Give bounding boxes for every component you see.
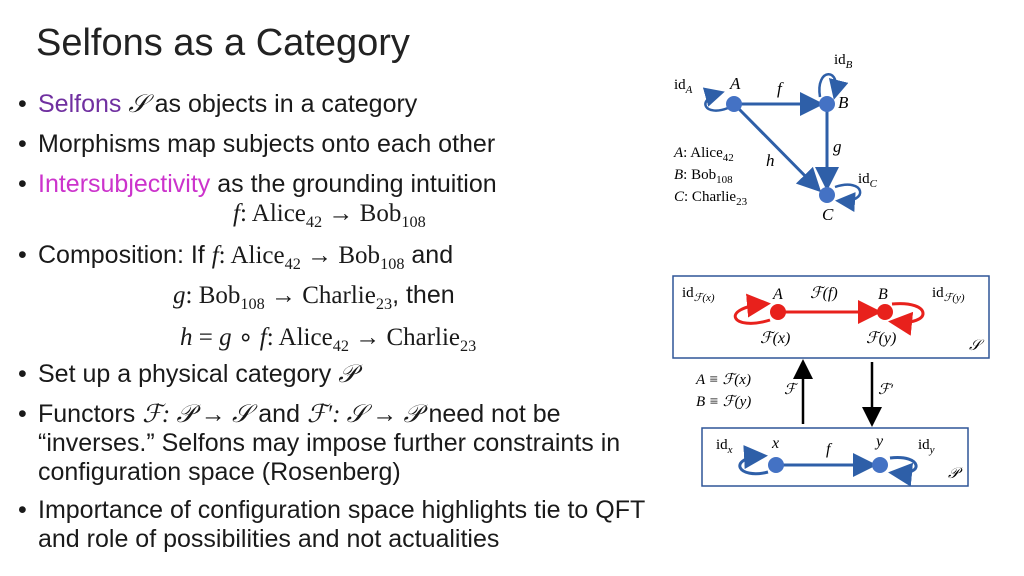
bullet-text: Set up a physical category: [38, 360, 332, 388]
intersubjectivity-term: Intersubjectivity: [38, 170, 211, 198]
functor-F-label: ℱ: [784, 382, 799, 398]
selfons-term: Selfons: [38, 90, 122, 118]
id-Fx-label: idℱ(x): [682, 285, 715, 304]
bullet-dot: •: [18, 496, 27, 524]
node-y-label: y: [874, 433, 884, 450]
bullet-text: Composition: If: [38, 241, 205, 269]
bullet-dot: •: [18, 400, 27, 428]
node-B-red: [877, 304, 893, 320]
id-x-label: idx: [716, 437, 733, 456]
arrow-g-label: g: [833, 137, 842, 156]
bullet-text: Functors: [38, 400, 136, 428]
physical-category-symbol: 𝒫: [338, 361, 357, 388]
bullet-text: as the grounding intuition: [217, 170, 497, 198]
math-functor-F-prime: ℱ′: 𝒮 → 𝒫: [306, 401, 422, 428]
math-morphism-f: f: Alice42 → Bob108: [233, 200, 426, 231]
math-f-inline: f: Alice42 → Bob108: [211, 242, 405, 273]
functor-diagram: A B ℱ(f) idℱ(x) idℱ(y) ℱ(x) ℱ(y) 𝒮 ℱ ℱ′ …: [672, 275, 990, 487]
equiv-B: B ≡ ℱ(y): [696, 394, 751, 410]
bullet-intersubjectivity: • Intersubjectivity as the grounding intu…: [18, 170, 497, 199]
node-A-red: [770, 304, 786, 320]
id-loop-B: [818, 73, 849, 100]
bullet-text-and: and: [411, 241, 454, 269]
node-B: [819, 96, 835, 112]
bullet-composition: • Composition: If f: Alice42 → Bob108 and: [18, 241, 453, 279]
id-y-label: idy: [918, 437, 935, 456]
bullet-physical-category: • Set up a physical category 𝒫: [18, 360, 356, 389]
node-y: [872, 457, 888, 473]
bullet-selfons: • Selfons 𝒮 as objects in a category: [18, 90, 417, 119]
arrow-f-label: f: [777, 79, 784, 98]
bullet-text: need not be: [428, 400, 561, 428]
arrow-h-label: h: [766, 151, 775, 170]
id-Fy-label: idℱ(y): [932, 285, 965, 304]
arrow-f-physical-label: f: [826, 441, 833, 458]
category-triangle-diagram: A B C f g h idA idB idC A: Alice42 B: Bo…: [673, 52, 878, 224]
arrow-F-f-label: ℱ(f): [810, 285, 838, 302]
legend-B: B: Bob108: [674, 167, 733, 186]
id-loop-C: [834, 183, 862, 212]
id-loop-Fy: [888, 302, 925, 336]
node-C-label: C: [822, 205, 834, 224]
id-C-label: idC: [858, 171, 878, 190]
node-x-label: x: [771, 435, 779, 452]
node-A-label-red: A: [772, 286, 783, 303]
bullet-dot: •: [18, 170, 27, 198]
math-morphism-g: g: Bob108 → Charlie23, then: [173, 281, 455, 313]
bullet-text: as objects in a category: [154, 90, 418, 118]
functor-F-prime-label: ℱ′: [878, 382, 894, 398]
bullet-dot: •: [18, 130, 27, 158]
bullet-dot: •: [18, 241, 27, 269]
id-A-label: idA: [674, 77, 693, 96]
Fy-label: ℱ(y): [866, 330, 896, 347]
node-A-label: A: [729, 74, 741, 93]
selfon-category-symbol: 𝒮: [128, 91, 148, 118]
bullet-functors-line2: “inverses.” Selfons may impose further c…: [38, 429, 621, 457]
node-x: [768, 457, 784, 473]
id-loop-A: [702, 87, 729, 112]
equiv-A: A ≡ ℱ(x): [695, 372, 751, 388]
node-B-label-red: B: [878, 286, 888, 303]
legend-C: C: Charlie23: [674, 189, 748, 208]
math-composition-h: h = g ∘ f: Alice42 → Charlie23: [180, 324, 477, 355]
page-title: Selfons as a Category: [36, 22, 410, 64]
id-loop-Fx: [733, 293, 771, 325]
bullet-functors-line3: configuration space (Rosenberg): [38, 458, 401, 486]
selfon-category-box: [672, 275, 990, 359]
id-loop-x: [738, 445, 769, 476]
bullet-functors: • Functors ℱ: 𝒫 → 𝒮 and ℱ′: 𝒮 → 𝒫 need no…: [18, 400, 561, 429]
id-B-label: idB: [834, 52, 853, 71]
node-B-label: B: [838, 93, 849, 112]
node-C: [819, 187, 835, 203]
node-A: [726, 96, 742, 112]
bullet-configuration-space-line2: and role of possibilities and not actual…: [38, 525, 500, 553]
bullet-dot: •: [18, 360, 27, 388]
legend-A: A: Alice42: [673, 145, 734, 164]
bullet-dot: •: [18, 90, 27, 118]
bullet-text-and: and: [258, 400, 300, 428]
bullet-morphisms: • Morphisms map subjects onto each other: [18, 130, 495, 159]
math-functor-F: ℱ: 𝒫 → 𝒮: [142, 401, 252, 428]
bullet-configuration-space: • Importance of configuration space highl…: [18, 496, 645, 525]
bullet-text: Morphisms map subjects onto each other: [38, 130, 496, 158]
id-loop-y: [888, 456, 918, 487]
bullet-text: Importance of configuration space highli…: [38, 496, 646, 524]
Fx-label: ℱ(x): [760, 330, 790, 347]
arrow-h: [737, 107, 822, 193]
